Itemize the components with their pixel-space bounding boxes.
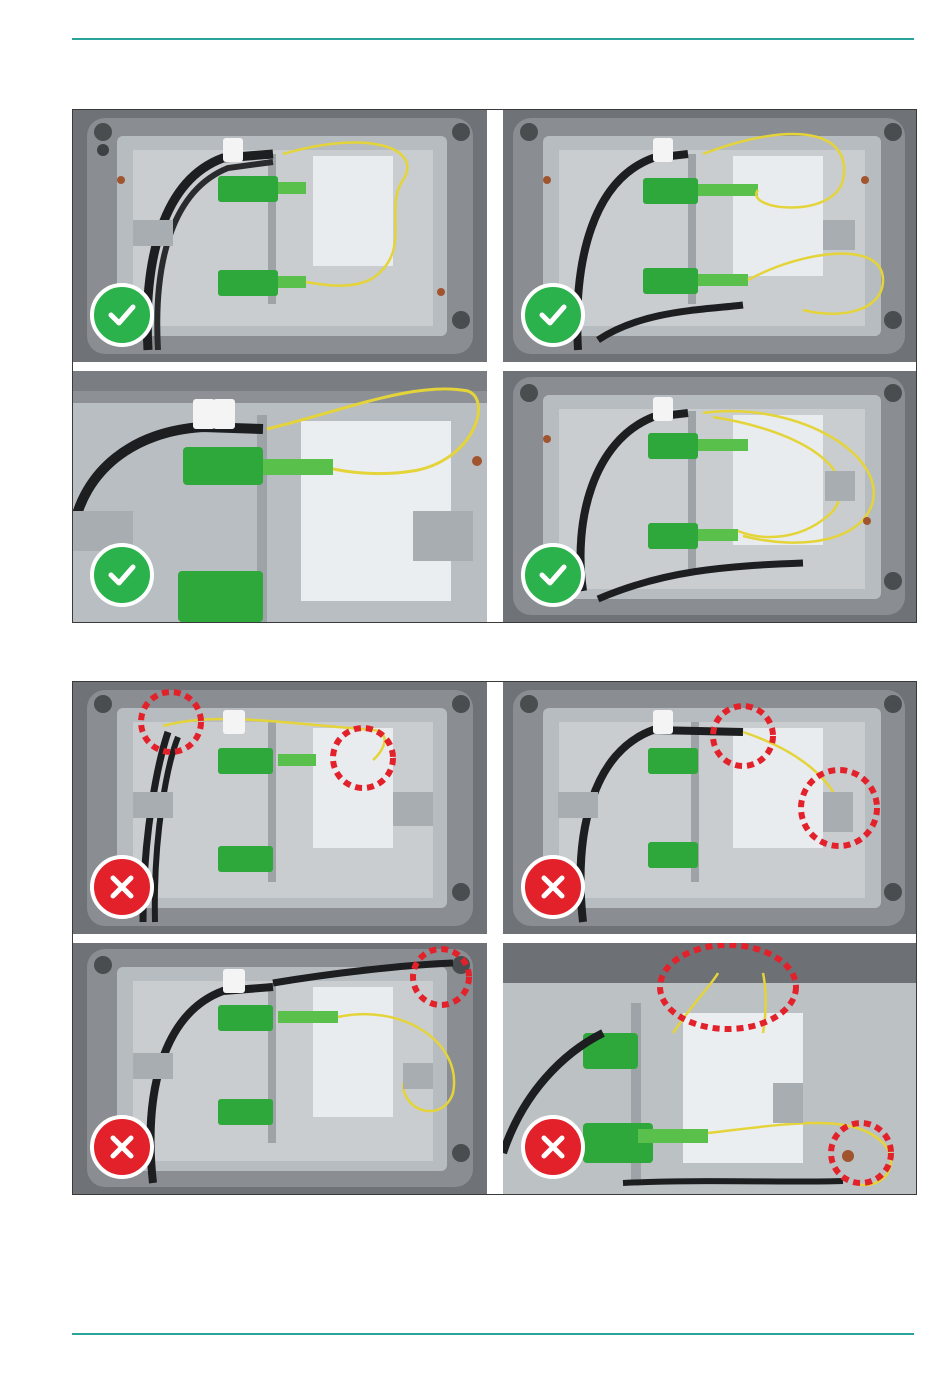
check-icon [535,297,571,333]
cross-icon [535,1129,571,1165]
correct-badge-4 [521,543,585,607]
check-icon [104,557,140,593]
check-icon [104,297,140,333]
cross-icon [104,869,140,905]
cross-icon [104,1129,140,1165]
cross-icon [535,869,571,905]
incorrect-badge-4 [521,1115,585,1179]
incorrect-badge-1 [90,855,154,919]
check-icon [535,557,571,593]
footer-rule [72,1333,914,1335]
correct-badge-2 [521,283,585,347]
header-rule [72,38,914,40]
incorrect-badge-2 [521,855,585,919]
incorrect-badge-3 [90,1115,154,1179]
correct-badge-1 [90,283,154,347]
correct-badge-3 [90,543,154,607]
